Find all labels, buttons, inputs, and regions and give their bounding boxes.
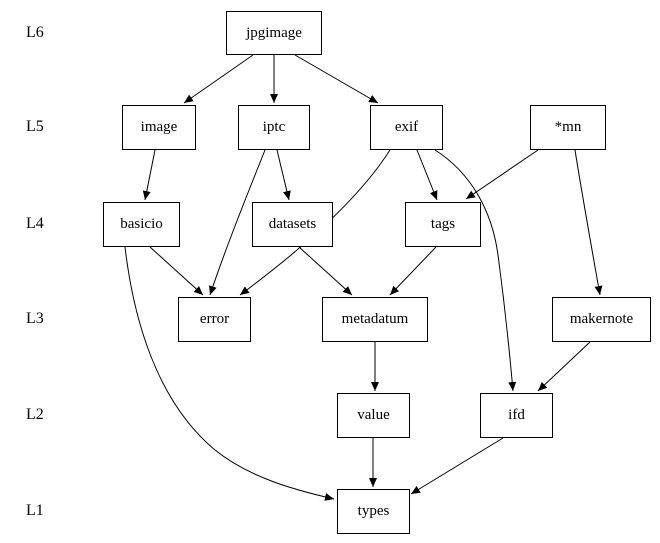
level-label-l1: L1 [26,502,44,519]
edge-basicio-types [124,246,335,501]
edge-iptc-datasets [276,149,291,201]
level-label-l2: L2 [26,406,44,423]
edge-image-basicio [142,149,156,201]
node-types: types [337,489,410,534]
node-exif: exif [370,105,443,150]
node-iptc: iptc [238,105,310,150]
level-label-l6: L6 [26,24,44,41]
edge-tags-metadatum [389,246,437,296]
node-jpgimage: jpgimage [226,11,322,55]
node-mn: *mn [530,105,606,150]
node-image: image [122,105,196,150]
edge-mn-makernote [574,149,603,296]
edge-datasets-metadatum [298,246,353,296]
edge-exif-tags [416,149,438,201]
edge-ifd-types [410,437,504,495]
level-label-l5: L5 [26,118,44,135]
edge-basicio-error [149,246,204,296]
edge-exif-ifd [434,149,517,392]
node-datasets: datasets [252,202,333,247]
node-ifd: ifd [480,393,553,438]
node-basicio: basicio [103,202,180,247]
edge-jpgimage-exif [294,54,379,104]
node-tags: tags [405,202,481,247]
edge-jpgimage-image [183,54,254,104]
node-metadatum: metadatum [322,297,428,342]
node-makernote: makernote [552,297,651,342]
level-label-l3: L3 [26,310,44,327]
node-value: value [337,393,410,438]
edge-iptc-error [209,149,266,296]
edge-makernote-ifd [537,341,591,392]
edge-mn-tags [465,149,539,200]
level-label-l4: L4 [26,215,44,232]
node-error: error [178,297,251,342]
